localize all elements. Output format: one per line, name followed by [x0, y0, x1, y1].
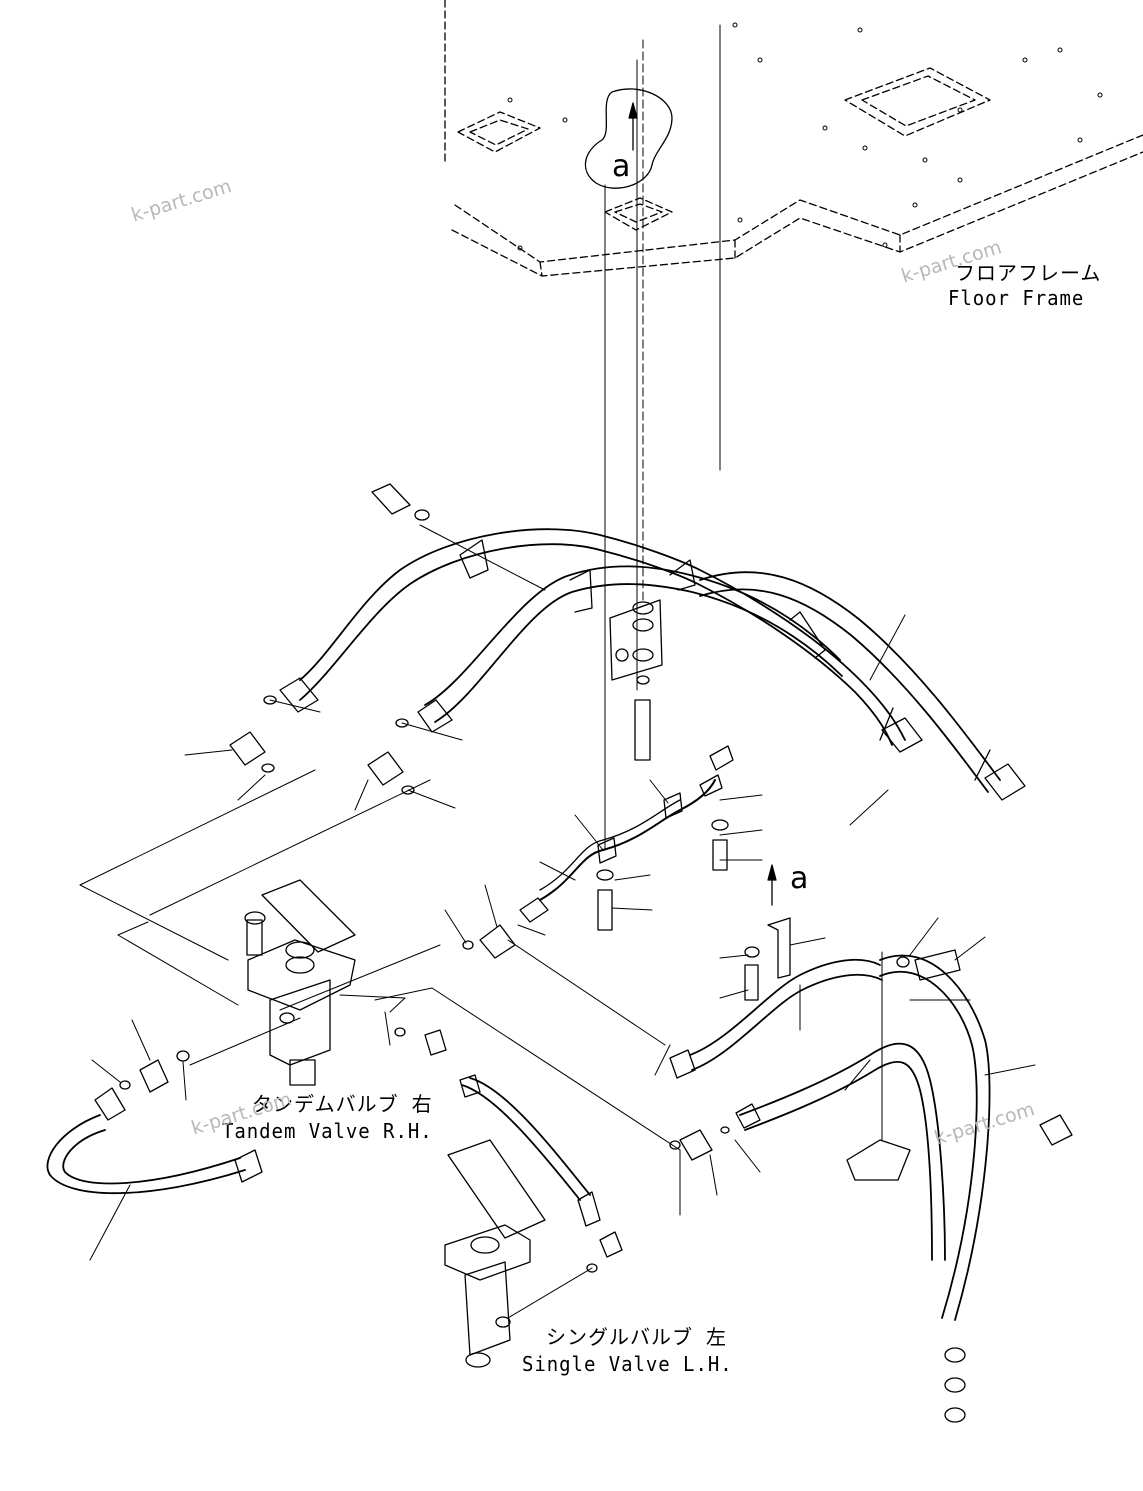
lower-left-hose [46, 1019, 263, 1261]
floor-frame-bolt-holes [507, 22, 1103, 251]
top-bolt-washer [371, 483, 546, 591]
upper-hose-assemblies [279, 528, 1026, 801]
floor-frame-label-jp: フロアフレーム [955, 261, 1102, 285]
middle-hose [394, 1027, 601, 1227]
cable-harness [444, 745, 734, 959]
floor-frame [444, 0, 1143, 277]
tandem-valve [244, 879, 356, 1086]
single-valve-label-en: Single Valve L.H. [522, 1352, 733, 1376]
mounting-centre-lines [604, 24, 883, 1141]
view-a-marker-top: a [612, 149, 631, 184]
view-a-arrows [628, 102, 777, 906]
leader-lines-lower-right [507, 917, 1036, 1216]
left-elbow-fittings [229, 695, 415, 795]
leader-lines-upper [184, 614, 906, 861]
tandem-connection-lines [79, 769, 681, 1151]
single-valve [444, 1139, 623, 1368]
right-lower-hoses [669, 917, 1073, 1423]
centre-bracket [609, 599, 663, 761]
tandem-valve-label-jp: タンデムバルブ 右 [252, 1092, 433, 1116]
floor-frame-label-en: Floor Frame [948, 286, 1085, 310]
tandem-valve-label-en: Tandem Valve R.H. [222, 1119, 433, 1143]
view-a-marker-mid: a [790, 861, 809, 896]
single-valve-label-jp: シングルバルブ 左 [546, 1325, 728, 1349]
